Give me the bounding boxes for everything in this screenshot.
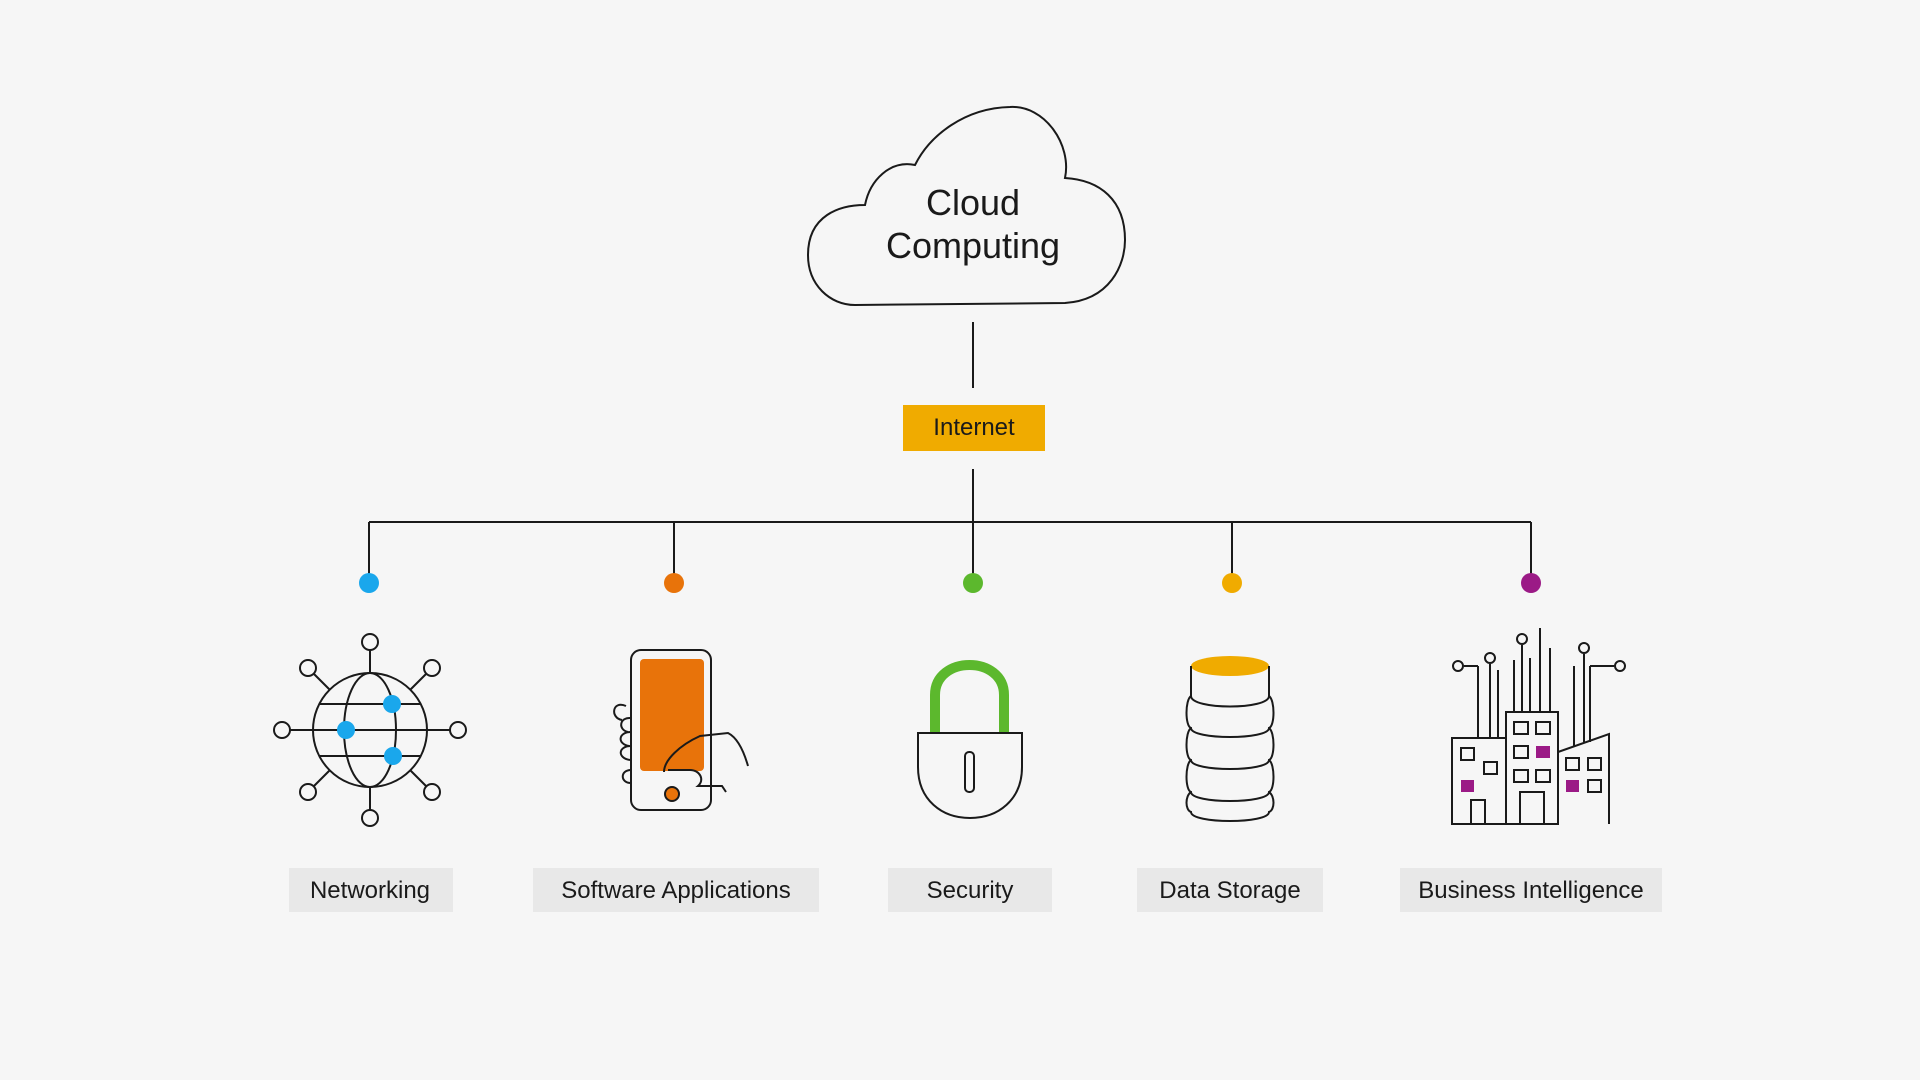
category-label-bi: Business Intelligence — [1400, 868, 1662, 912]
label-box-bi — [1400, 868, 1662, 912]
category-label-networking: Networking — [289, 868, 453, 912]
padlock-icon — [917, 660, 1023, 820]
label-software: Software Applications — [561, 877, 790, 904]
cloud-title-line2: Computing — [886, 225, 1060, 266]
networking-dot — [359, 573, 379, 593]
internet-hub: Internet — [903, 405, 1045, 451]
cloud-title-line1: Cloud — [926, 182, 1020, 223]
city-circuit-icon — [1451, 628, 1626, 825]
category-label-security: Security — [888, 868, 1052, 912]
internet-tag-label: Internet — [933, 414, 1015, 441]
category-label-software: Software Applications — [533, 868, 819, 912]
label-security: Security — [927, 877, 1014, 904]
label-storage: Data Storage — [1159, 877, 1300, 904]
label-networking: Networking — [310, 877, 430, 904]
database-icon — [1185, 656, 1275, 822]
internet-tag-box — [903, 405, 1045, 451]
storage-dot — [1222, 573, 1242, 593]
category-label-storage: Data Storage — [1137, 868, 1323, 912]
globe-network-icon — [273, 633, 467, 827]
label-bi: Business Intelligence — [1418, 877, 1643, 904]
bi-dot — [1521, 573, 1541, 593]
security-dot — [963, 573, 983, 593]
label-box-storage — [1137, 868, 1323, 912]
software-dot — [664, 573, 684, 593]
label-box-security — [888, 868, 1052, 912]
cloud-icon — [806, 105, 1127, 307]
label-box-software — [533, 868, 819, 912]
cloud-node: Cloud Computing — [806, 105, 1127, 307]
label-box-networking — [289, 868, 453, 912]
smartphone-hand-icon — [613, 649, 749, 811]
connector-lines — [368, 322, 1532, 574]
